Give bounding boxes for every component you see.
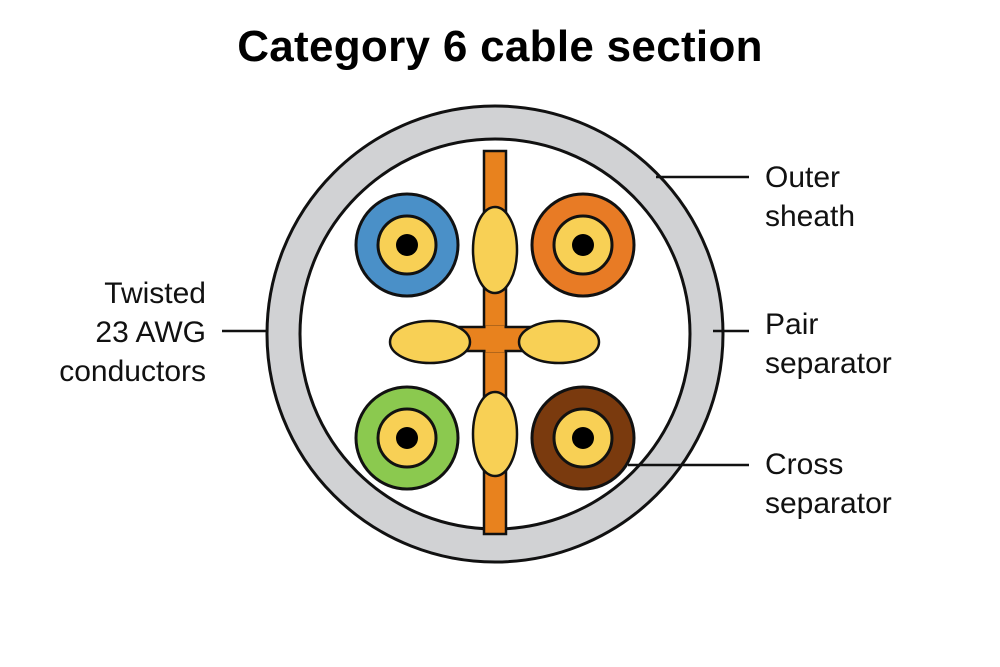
label-line: Cross [765,448,844,481]
label-twisted-conductors: Twisted 23 AWG conductors [20,274,206,391]
blue-pair [354,192,460,298]
label-line: sheath [765,200,856,233]
green-pair [354,385,460,491]
label-line: conductors [59,355,206,388]
separator-junction [485,326,505,352]
brown-pair-conductor [572,427,594,449]
label-cross-separator: Cross separator [765,445,892,523]
filler-bottom [471,390,519,478]
label-line: Twisted [104,277,206,310]
filler-right [517,319,601,365]
label-line: 23 AWG [95,316,206,349]
label-line: separator [765,487,892,520]
label-outer-sheath: Outer sheath [765,158,855,236]
green-pair-conductor [396,427,418,449]
label-line: Outer [765,161,841,194]
diagram-title: Category 6 cable section [237,22,763,71]
label-line: separator [765,347,892,380]
filler-top [471,205,519,295]
label-line: Pair [765,308,819,341]
filler-group [388,205,601,478]
orange-pair [530,192,636,298]
blue-pair-conductor [396,234,418,256]
label-pair-separator: Pair separator [765,305,892,383]
orange-pair-conductor [572,234,594,256]
filler-left [388,319,472,365]
brown-pair [530,385,636,491]
